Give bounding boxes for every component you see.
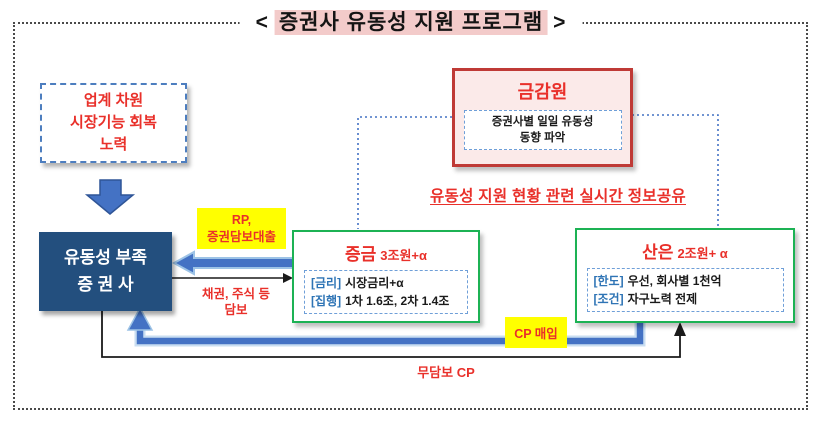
down-block-arrow	[84, 179, 136, 215]
rp-loan-label-line: RP,	[231, 212, 252, 227]
fss-ksfc-dotted-connector	[357, 116, 452, 229]
collateral-note-line: 담보	[224, 303, 248, 318]
ksfc-row-value: 1차 1.6조, 2차 1.4조	[345, 294, 450, 308]
ksfc-row-label: [금리]	[311, 276, 342, 290]
fss-title: 금감원	[517, 82, 568, 102]
kdb-row-label: [한도]	[593, 274, 624, 288]
rp-loan-label-line: 증권담보대출	[206, 229, 276, 244]
title-text: 증권사 유동성 지원 프로그램	[274, 10, 548, 35]
liquidity-shortage-line: 유동성 부족	[64, 248, 147, 268]
title-open-bracket: <	[255, 11, 269, 34]
unsecured-cp-note: 무담보 CP	[417, 365, 475, 380]
liquidity-shortage-line: 증 권 사	[77, 274, 134, 294]
cp-purchase-flow-arrowhead	[126, 306, 154, 331]
industry-effort-line: 시장기능 회복	[70, 114, 157, 132]
fss-detail-line: 동향 파악	[519, 132, 566, 145]
ksfc-amount: 3조원+α	[380, 248, 427, 263]
kdb-name: 산은	[642, 243, 674, 262]
industry-effort-line: 노력	[99, 135, 128, 153]
ksfc-detail-row: [금리]시장금리+α	[311, 274, 461, 292]
unsecured-cp-flow-arrowhead	[674, 322, 686, 336]
kdb-detail-row: [한도]우선, 회사별 1천억	[594, 272, 777, 290]
collateral-note: 채권, 주식 등 담보	[185, 286, 287, 319]
title-close-bracket: >	[553, 11, 567, 34]
kdb-detail-box: [한도]우선, 회사별 1천억 [조건]자구노력 전제	[586, 268, 784, 312]
ksfc-row-label: [집행]	[311, 294, 342, 308]
cp-purchase-flow-line	[136, 322, 644, 345]
fss-box: 금감원 증권사별 일일 유동성 동향 파악	[452, 68, 633, 167]
kdb-row-value: 우선, 회사별 1천억	[627, 274, 722, 288]
liquidity-shortage-box: 유동성 부족 증 권 사	[39, 232, 172, 311]
rp-flow-arrow	[171, 250, 296, 276]
page-title: <증권사 유동성 지원 프로그램>	[239, 6, 583, 36]
kdb-amount: 2조원+ α	[677, 246, 728, 261]
collateral-note-line: 채권, 주식 등	[202, 287, 270, 301]
ksfc-detail-row: [집행]1차 1.6조, 2차 1.4조	[311, 292, 461, 310]
collateral-flow-arrowhead	[283, 273, 293, 283]
ksfc-detail-box: [금리]시장금리+α [집행]1차 1.6조, 2차 1.4조	[304, 270, 468, 314]
cp-purchase-label: CP 매입	[505, 317, 567, 348]
industry-effort-line: 업계 차원	[83, 92, 144, 110]
industry-effort-box: 업계 차원 시장기능 회복 노력	[40, 83, 187, 163]
rp-loan-label: RP, 증권담보대출	[197, 208, 286, 249]
fss-detail-line: 증권사별 일일 유동성	[491, 116, 594, 128]
ksfc-name: 증금	[344, 245, 377, 264]
fss-detail-box: 증권사별 일일 유동성 동향 파악	[463, 110, 622, 151]
kdb-row-label: [조건]	[593, 292, 624, 306]
kdb-detail-row: [조건]자구노력 전제	[594, 290, 777, 308]
info-share-note: 유동성 지원 현황 관련 실시간 정보공유	[430, 188, 686, 205]
unsecured-cp-flow-line	[101, 311, 681, 358]
fss-kdb-dotted-connector	[627, 114, 719, 228]
kdb-row-value: 자구노력 전제	[627, 292, 698, 306]
ksfc-row-value: 시장금리+α	[345, 276, 404, 290]
